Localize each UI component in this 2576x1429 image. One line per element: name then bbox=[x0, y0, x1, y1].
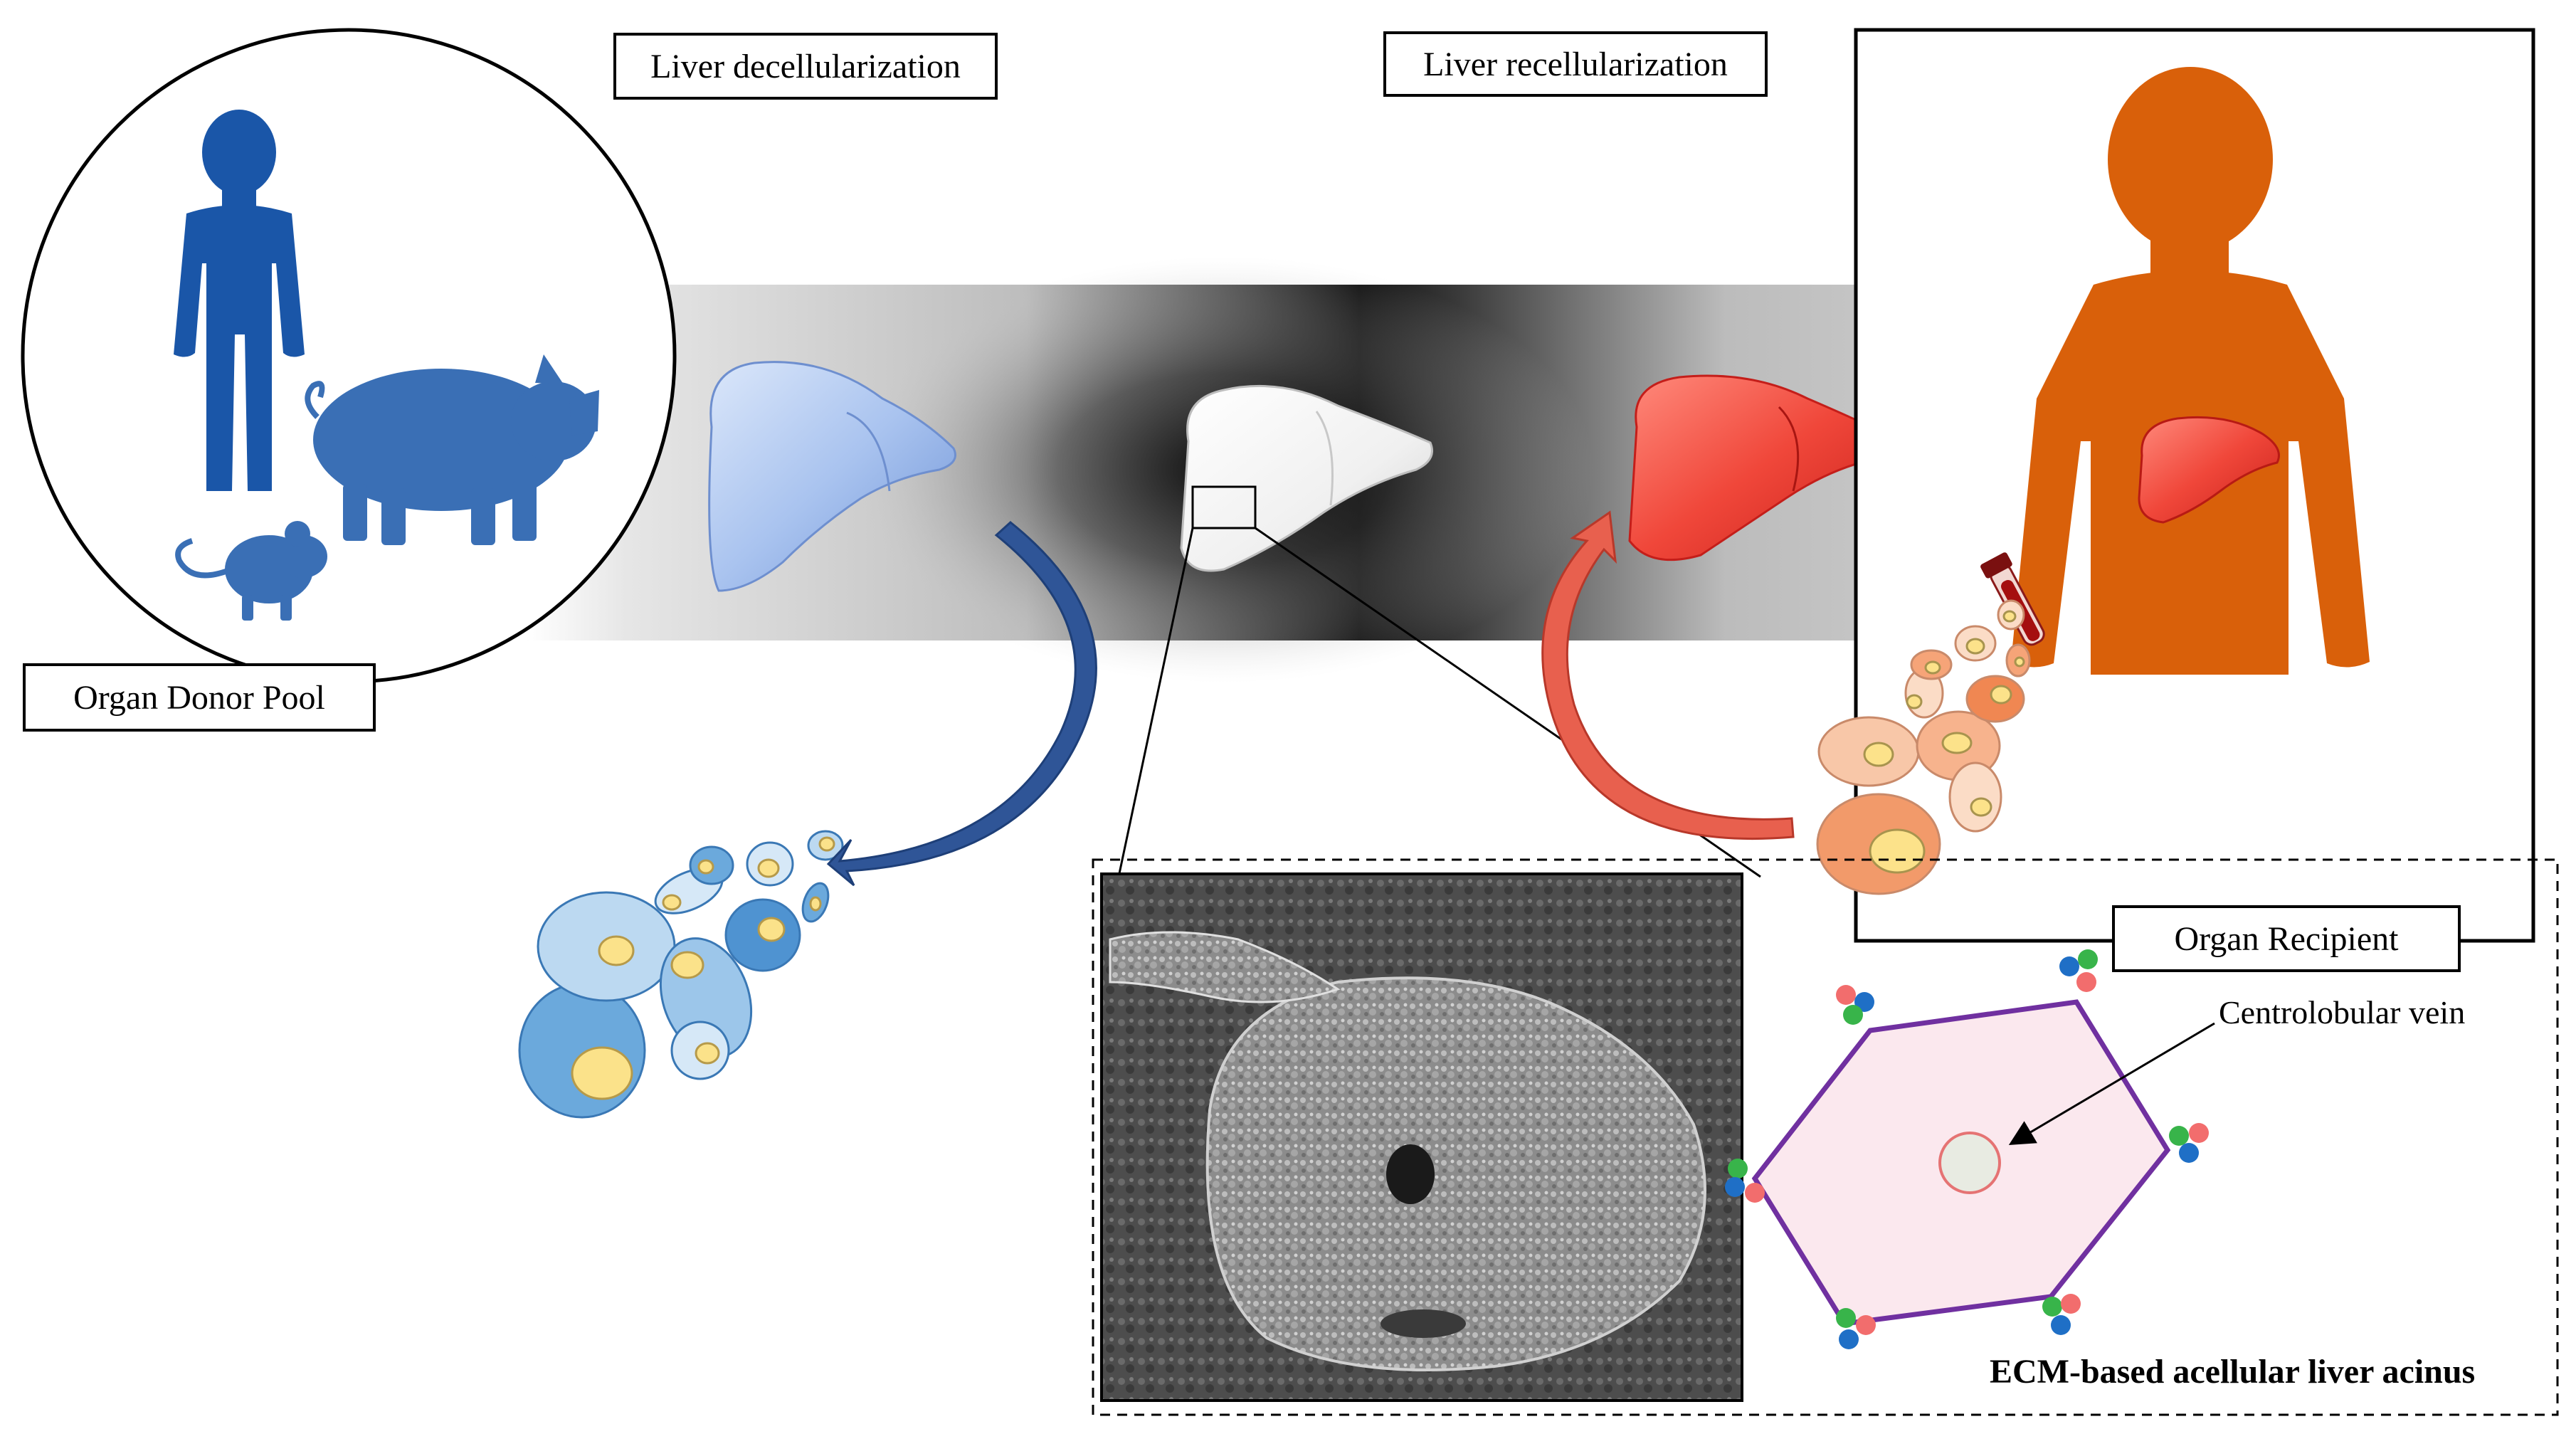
portal-triad-icon bbox=[1836, 1308, 1876, 1349]
donor-pool-circle bbox=[21, 28, 677, 684]
sem-micrograph-image bbox=[1100, 872, 1743, 1402]
cell-icon bbox=[670, 1021, 730, 1080]
cell-icon bbox=[1997, 599, 2025, 631]
portal-triad-icon bbox=[2042, 1294, 2081, 1335]
cell-icon bbox=[2005, 643, 2031, 677]
cell-icon bbox=[1817, 716, 1920, 787]
decellularized-liver-icon bbox=[1180, 384, 1433, 572]
cell-icon bbox=[689, 845, 734, 885]
donor-liver-icon bbox=[708, 361, 956, 592]
decellularization-arrow bbox=[826, 521, 1097, 887]
cell-icon bbox=[1965, 675, 2025, 723]
cell-icon bbox=[801, 882, 830, 923]
donor-cells bbox=[518, 830, 844, 1119]
cell-icon bbox=[724, 898, 801, 972]
donor-pool-label: Organ Donor Pool bbox=[23, 663, 376, 732]
mouse-silhouette-icon bbox=[175, 521, 327, 621]
recipient-liver-icon bbox=[2138, 416, 2280, 524]
cell-icon bbox=[518, 982, 646, 1119]
acinus-caption: ECM-based acellular liver acinus bbox=[1990, 1353, 2476, 1391]
centrolobular-vein-label: Centrolobular vein bbox=[2219, 994, 2466, 1030]
cell-icon bbox=[1904, 668, 1944, 719]
liver-acinus-hexagon bbox=[1751, 999, 2215, 1327]
centrolobular-vein-icon bbox=[1938, 1132, 2001, 1194]
portal-triad-icon bbox=[1836, 985, 1874, 1025]
decellularization-label: Liver decellularization bbox=[613, 33, 998, 100]
portal-triad-icon bbox=[2169, 1123, 2209, 1163]
recipient-label: Organ Recipient bbox=[2112, 905, 2461, 972]
cell-icon bbox=[537, 891, 676, 1002]
cell-icon bbox=[1948, 761, 2002, 833]
pig-silhouette-icon bbox=[305, 354, 599, 545]
recellularization-arrow bbox=[1541, 510, 1795, 840]
human-silhouette-icon bbox=[174, 110, 305, 491]
cell-icon bbox=[1954, 625, 1997, 662]
acinus-panel bbox=[1092, 858, 2559, 1416]
cell-icon bbox=[1816, 793, 1941, 895]
recellularization-label: Liver recellularization bbox=[1383, 31, 1768, 97]
portal-triad-icon bbox=[1725, 1159, 1765, 1203]
recipient-cells bbox=[1816, 599, 2031, 895]
cell-icon bbox=[746, 841, 794, 887]
cell-icon bbox=[1910, 649, 1953, 680]
cell-icon bbox=[807, 830, 844, 861]
portal-triad-icon bbox=[2059, 949, 2098, 992]
portal-triads bbox=[1725, 949, 2209, 1349]
